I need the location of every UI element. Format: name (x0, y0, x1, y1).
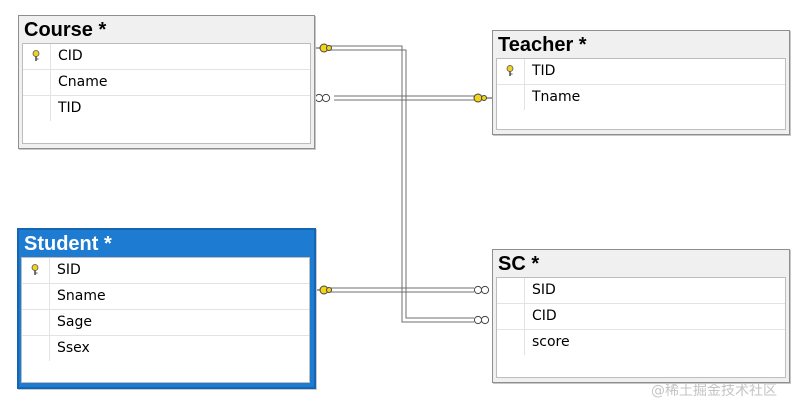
table-title: Student * (24, 233, 112, 255)
watermark: @稀土掘金技术社区 (651, 383, 777, 399)
connector-course-sc (330, 45, 474, 323)
connector-teacher-course (334, 95, 476, 101)
key-icon (313, 43, 332, 53)
column-row[interactable]: Cname (23, 70, 310, 96)
column-row[interactable]: Sage (22, 310, 309, 336)
column-row[interactable]: SID (22, 258, 309, 284)
column-name: Sage (57, 314, 92, 330)
table-title: Teacher * (498, 34, 587, 56)
table-title: SC * (498, 253, 540, 275)
column-row[interactable]: CID (23, 44, 310, 70)
column-name: Tname (532, 89, 581, 105)
table-body: TID Tname (496, 58, 786, 130)
column-name: score (532, 334, 570, 350)
table-course[interactable]: Course * CID Cname TID (18, 15, 315, 149)
connector-student-sc (330, 287, 474, 293)
infinity-icon (314, 93, 331, 103)
table-body: SID CID score (496, 277, 786, 378)
column-name: Ssex (57, 340, 90, 356)
table-teacher[interactable]: Teacher * TID Tname (492, 30, 790, 135)
column-name: TID (58, 100, 82, 116)
column-name: SID (57, 262, 81, 278)
column-name: CID (58, 48, 83, 64)
table-body: CID Cname TID (22, 43, 311, 144)
table-body: SID Sname Sage Ssex (21, 257, 310, 383)
column-name: Cname (58, 74, 108, 90)
column-row[interactable]: SID (497, 278, 785, 304)
column-name: TID (532, 63, 556, 79)
column-row[interactable]: CID (497, 304, 785, 330)
infinity-icon (473, 285, 490, 295)
table-sc[interactable]: SC * SID CID score (492, 249, 790, 383)
infinity-icon (473, 315, 490, 325)
table-title: Course * (24, 19, 107, 41)
column-row[interactable]: Tname (497, 85, 785, 110)
column-row[interactable]: TID (23, 96, 310, 121)
column-name: SID (532, 282, 556, 298)
primary-key-icon (32, 50, 40, 61)
column-row[interactable]: Sname (22, 284, 309, 310)
column-row[interactable]: TID (497, 59, 785, 85)
table-student[interactable]: Student * SID Sname Sage Ssex (17, 228, 316, 389)
column-name: Sname (57, 288, 106, 304)
column-row[interactable]: score (497, 330, 785, 355)
column-row[interactable]: Ssex (22, 336, 309, 361)
column-name: CID (532, 308, 557, 324)
primary-key-icon (506, 65, 514, 76)
primary-key-icon (31, 264, 39, 275)
key-icon (473, 93, 492, 103)
